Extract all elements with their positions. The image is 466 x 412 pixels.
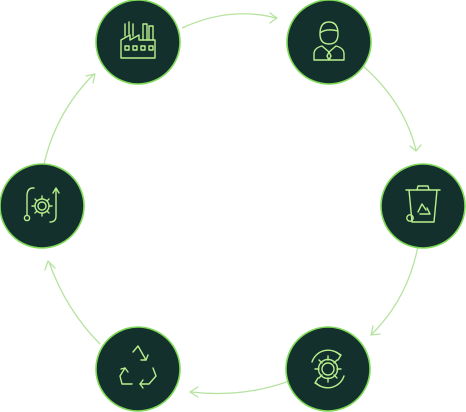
arrowhead-3 <box>370 325 381 336</box>
arrowhead-4 <box>189 386 199 398</box>
arrowhead-5 <box>44 260 56 271</box>
node-person <box>286 0 372 85</box>
connector-factory-to-person <box>181 13 277 29</box>
connector-person-to-bin <box>362 65 417 151</box>
process-flow-gear-icon <box>23 187 60 223</box>
connector-flow-to-factory <box>43 73 95 165</box>
connector-bin-to-gear <box>371 245 419 335</box>
node-process-flow <box>0 163 85 249</box>
recycling-bin-icon <box>405 185 441 223</box>
connector-recycle-to-flow <box>48 261 101 345</box>
recycle-arrows-icon <box>119 345 157 389</box>
arrowhead-2 <box>409 144 422 152</box>
arrowhead-1 <box>269 12 278 24</box>
connector-gear-to-recycle <box>190 379 293 395</box>
node-recycle <box>95 326 181 412</box>
node-recycling-bin <box>380 163 466 249</box>
arrowhead-6 <box>85 73 96 84</box>
factory-icon <box>120 21 156 59</box>
business-person-icon <box>313 21 345 61</box>
gear-cycle-icon <box>311 349 345 389</box>
node-gear-cycle <box>285 326 371 412</box>
node-factory <box>95 0 181 85</box>
connectors <box>43 12 422 398</box>
